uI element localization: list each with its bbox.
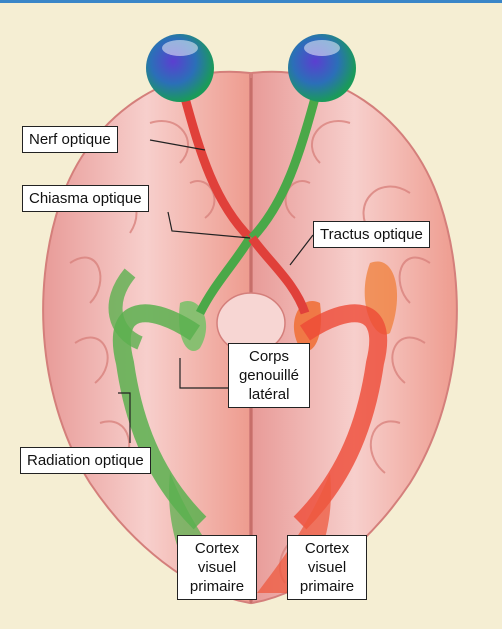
cortex-right-line-3: primaire <box>294 577 360 596</box>
corps-line-1: Corps <box>235 347 303 366</box>
cortex-left-line-3: primaire <box>184 577 250 596</box>
corps-line-3: latéral <box>235 385 303 404</box>
cortex-right-line-1: Cortex <box>294 539 360 558</box>
label-chiasma-optique: Chiasma optique <box>22 185 149 212</box>
cortex-right-line-2: visuel <box>294 558 360 577</box>
corps-line-2: genouillé <box>235 366 303 385</box>
cortex-left-line-2: visuel <box>184 558 250 577</box>
label-nerf-optique: Nerf optique <box>22 126 118 153</box>
label-radiation-optique: Radiation optique <box>20 447 151 474</box>
label-corps-genouille: Corps genouillé latéral <box>228 343 310 408</box>
right-hemisphere <box>252 72 457 603</box>
label-cortex-left: Cortex visuel primaire <box>177 535 257 600</box>
left-eye-icon <box>146 34 214 102</box>
right-eye-icon <box>288 34 356 102</box>
label-tractus-optique: Tractus optique <box>313 221 430 248</box>
label-cortex-right: Cortex visuel primaire <box>287 535 367 600</box>
cortex-left-line-1: Cortex <box>184 539 250 558</box>
